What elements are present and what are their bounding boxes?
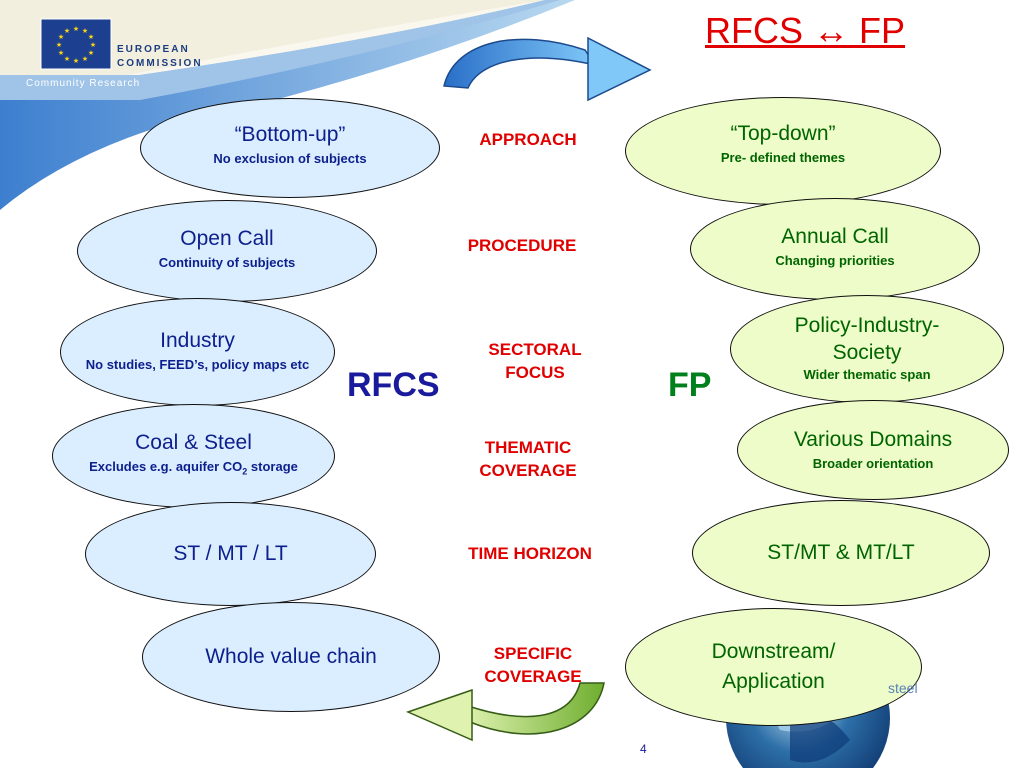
right-ellipse-title: ST/MT & MT/LT [767, 541, 915, 564]
arrow-bottom-head [405, 688, 473, 742]
right-ellipse-title: Annual Call [781, 225, 889, 248]
criterion-line: COVERAGE [479, 461, 577, 480]
right-ellipse-title-line2: Society [832, 341, 902, 364]
left-ellipse-1: “Bottom-up” No exclusion of subjects [140, 98, 440, 198]
criterion-line: THEMATIC [484, 438, 572, 457]
right-ellipse-subtitle: Broader orientation [812, 456, 934, 471]
arrow-top-head [587, 36, 652, 102]
left-ellipse-title: Coal & Steel [135, 431, 252, 454]
svg-text:★: ★ [64, 27, 70, 35]
criterion-line: COVERAGE [484, 667, 582, 686]
fp-label: FP [668, 366, 712, 404]
criterion-line: SPECIFIC [493, 644, 573, 663]
svg-text:★: ★ [88, 33, 94, 41]
criterion-line: PROCEDURE [467, 236, 577, 255]
right-ellipse-2: Annual Call Changing priorities [690, 198, 980, 300]
logo-text-commission: COMMISSION [117, 58, 203, 69]
arrow-top [443, 38, 597, 89]
criterion-time-horizon: TIME HORIZON [430, 542, 630, 565]
left-ellipse-5: ST / MT / LT [85, 502, 376, 606]
steel-logo-text: steel [888, 680, 918, 696]
criterion-thematic-coverage: THEMATIC COVERAGE [428, 436, 628, 482]
blue-swoosh-light [0, 0, 560, 100]
right-ellipse-title: Various Domains [793, 428, 953, 451]
criterion-line: SECTORAL [488, 340, 582, 359]
right-ellipse-subtitle: Wider thematic span [803, 367, 931, 382]
arrow-bottom [463, 682, 605, 735]
svg-text:★: ★ [82, 27, 88, 35]
left-ellipse-4: Coal & Steel Excludes e.g. aquifer CO2 s… [52, 404, 335, 508]
svg-text:★: ★ [58, 49, 64, 57]
blue-swoosh [0, 0, 575, 210]
criterion-line: TIME HORIZON [468, 544, 592, 563]
right-ellipse-3: Policy-Industry- Society Wider thematic … [730, 295, 1004, 403]
right-ellipse-subtitle: Changing priorities [775, 253, 895, 268]
left-ellipse-subtitle-post: storage [247, 459, 298, 474]
page-number: 4 [640, 742, 647, 756]
criterion-procedure: PROCEDURE [422, 234, 622, 257]
left-ellipse-3: Industry No studies, FEED’s, policy maps… [60, 298, 335, 406]
right-ellipse-subtitle: Pre- defined themes [720, 150, 846, 165]
co2-subscript: 2 [242, 466, 248, 477]
right-ellipse-5: ST/MT & MT/LT [692, 500, 990, 606]
left-ellipse-title: “Bottom-up” [234, 123, 346, 146]
svg-text:★: ★ [64, 55, 70, 63]
criterion-approach: APPROACH [428, 128, 628, 151]
svg-text:★: ★ [88, 49, 94, 57]
svg-text:★: ★ [58, 33, 64, 41]
criterion-line: FOCUS [505, 363, 565, 382]
eu-flag-stars: ★ ★ ★ ★ ★ ★ ★ ★ ★ ★ ★ ★ [56, 25, 96, 65]
left-ellipse-title: ST / MT / LT [173, 542, 288, 565]
community-research-label: Community Research [26, 78, 141, 89]
left-ellipse-subtitle-pre: Excludes e.g. aquifer CO [89, 459, 243, 474]
left-ellipse-2: Open Call Continuity of subjects [77, 200, 377, 302]
svg-text:★: ★ [73, 57, 79, 65]
right-ellipse-6: Downstream/ Application [625, 608, 922, 726]
left-ellipse-title: Open Call [180, 227, 274, 250]
left-ellipse-subtitle: Excludes e.g. aquifer CO2 storage [89, 459, 298, 480]
criterion-sectoral-focus: SECTORAL FOCUS [435, 338, 635, 384]
slide-title: RFCS ↔ FP [705, 10, 906, 51]
right-ellipse-title-line1: Downstream/ [711, 640, 836, 663]
svg-text:★: ★ [82, 55, 88, 63]
right-ellipse-1: “Top-down” Pre- defined themes [625, 97, 941, 205]
left-ellipse-subtitle: No exclusion of subjects [213, 151, 367, 166]
header-band-light [0, 0, 560, 120]
eu-flag [40, 18, 112, 70]
rfcs-label: RFCS [347, 366, 440, 404]
left-ellipse-subtitle: Continuity of subjects [158, 255, 296, 270]
left-ellipse-subtitle: No studies, FEED’s, policy maps etc [85, 357, 310, 372]
right-ellipse-4: Various Domains Broader orientation [737, 400, 1009, 500]
right-ellipse-title: “Top-down” [730, 122, 836, 145]
svg-text:★: ★ [73, 25, 79, 33]
left-ellipse-title: Industry [160, 329, 235, 352]
logo-text-european: EUROPEAN [117, 44, 190, 55]
svg-text:★: ★ [90, 41, 96, 49]
criterion-line: APPROACH [479, 130, 577, 149]
right-ellipse-title-line1: Policy-Industry- [794, 314, 940, 337]
svg-text:★: ★ [56, 41, 62, 49]
left-ellipse-6: Whole value chain [142, 602, 440, 712]
right-ellipse-title-line2: Application [722, 670, 825, 693]
left-ellipse-title: Whole value chain [205, 645, 377, 668]
criterion-specific-coverage: SPECIFIC COVERAGE [433, 642, 633, 688]
